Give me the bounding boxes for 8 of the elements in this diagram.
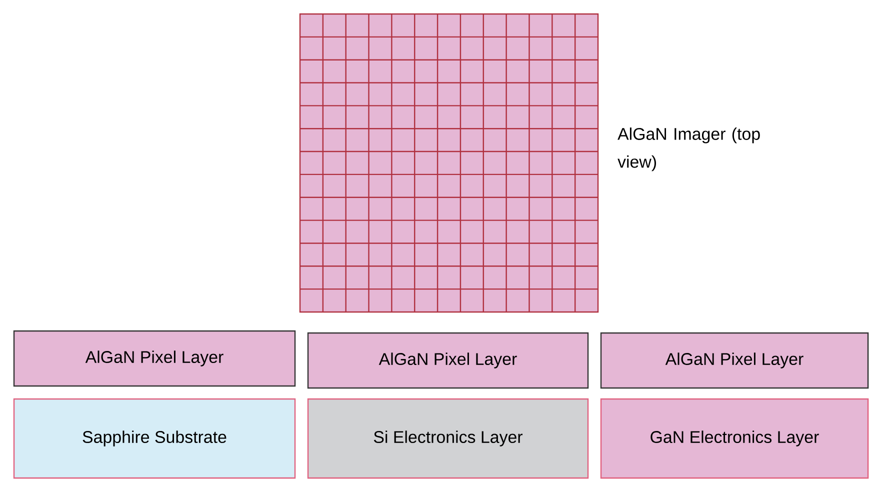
layer-box: AlGaN Pixel Layer (600, 332, 869, 389)
imager-label: AlGaN Imager (top view) (618, 128, 760, 172)
layer-box: AlGaN Pixel Layer (307, 332, 589, 389)
layer-box: GaN Electronics Layer (600, 398, 869, 479)
pixel-grid-drawing (299, 13, 599, 313)
layer-box: AlGaN Pixel Layer (13, 330, 296, 387)
layer-box: Si Electronics Layer (307, 398, 589, 479)
layer-box: Sapphire Substrate (13, 398, 296, 479)
